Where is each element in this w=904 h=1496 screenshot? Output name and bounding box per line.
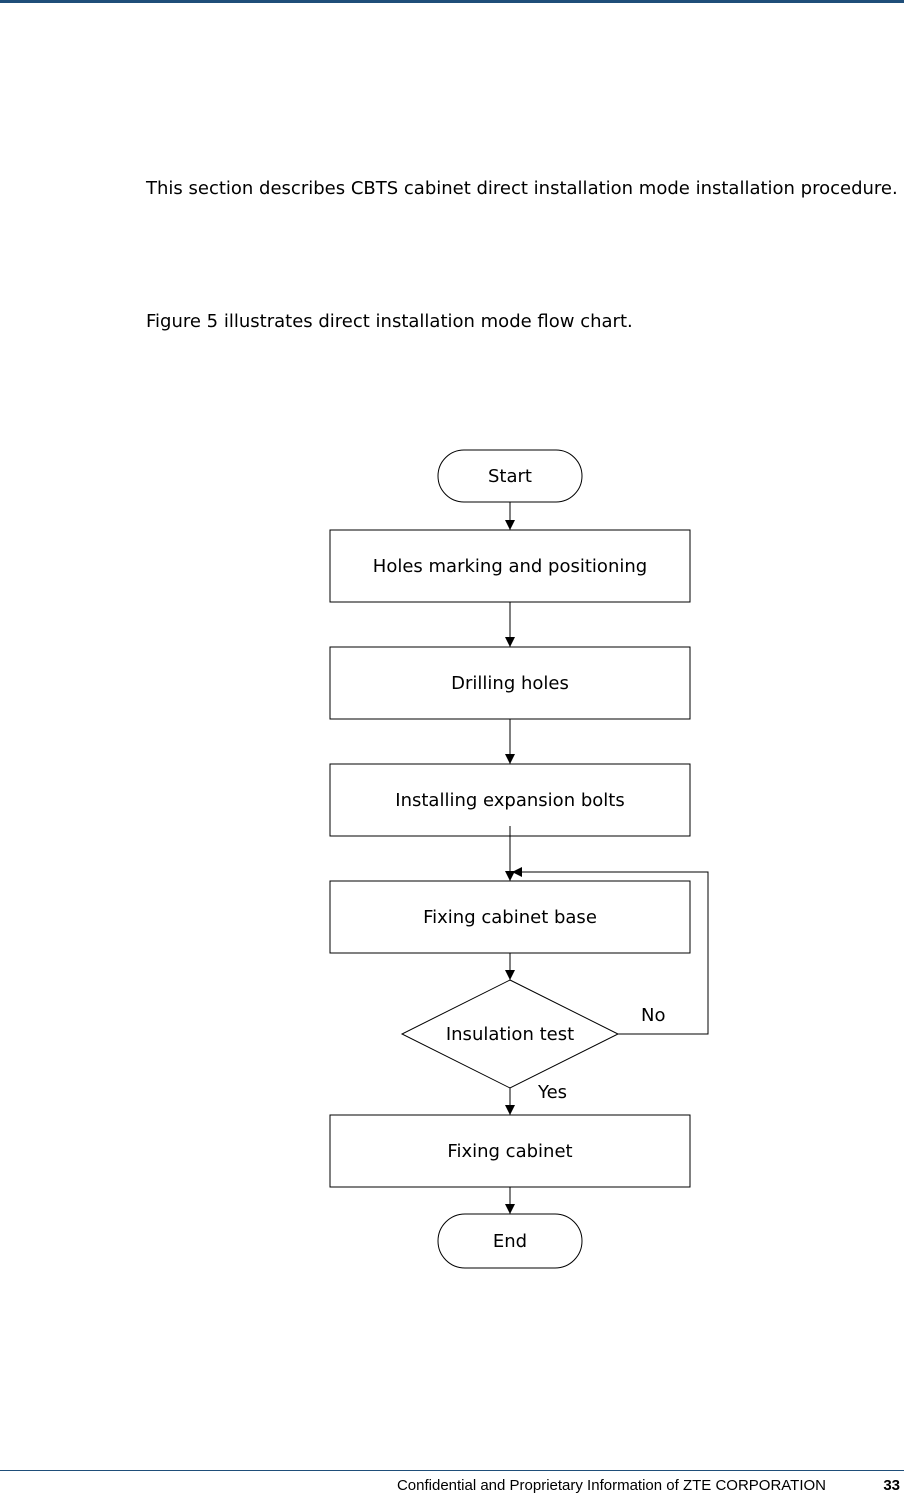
flow-step-drilling-holes: Drilling holes [329,646,691,720]
flow-step-label: Installing expansion bolts [395,790,624,811]
flow-step-label: Holes marking and positioning [373,556,647,577]
flow-step-label: Drilling holes [451,673,569,694]
flow-end-label: End [493,1231,527,1252]
flow-start-label: Start [488,466,532,487]
flow-step-expansion-bolts: Installing expansion bolts [329,763,691,837]
flow-loop-arrow [512,867,709,1035]
footer-rule [0,1470,904,1471]
footer-confidentiality: Confidential and Proprietary Information… [396,1477,826,1494]
flow-decision-label: Insulation test [446,1024,574,1045]
flow-step-label: Fixing cabinet base [423,907,597,928]
flow-step-label: Fixing cabinet [447,1141,572,1162]
flow-decision-insulation-test: Insulation test [400,979,620,1089]
flowchart: Start Holes marking and positioning Dril… [329,449,709,1269]
flow-step-fixing-cabinet-base: Fixing cabinet base [329,880,691,954]
flow-step-fixing-cabinet: Fixing cabinet [329,1114,691,1188]
flow-step-holes-marking: Holes marking and positioning [329,529,691,603]
figure-reference: Figure 5 illustrates direct installation… [146,311,633,332]
intro-paragraph: This section describes CBTS cabinet dire… [146,178,898,199]
flow-yes-label: Yes [537,1082,567,1103]
header-rule [0,0,904,3]
flow-start-terminal: Start [437,449,583,503]
flow-end-terminal: End [437,1213,583,1269]
page-number: 33 [883,1477,900,1494]
flow-no-label: No [641,1005,665,1026]
